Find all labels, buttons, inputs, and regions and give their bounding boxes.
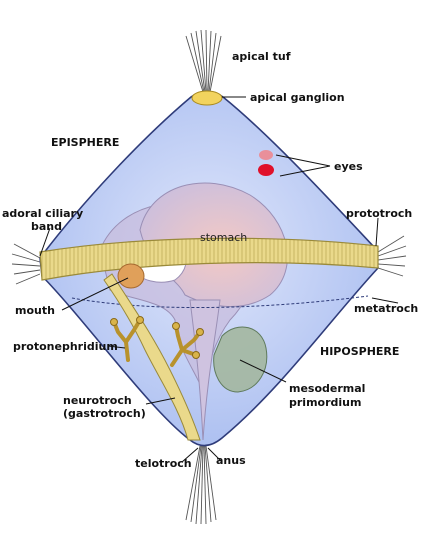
protonephridium-right [170,322,204,367]
label-episphere: EPISPHERE [51,136,119,149]
neurotroch-band [103,273,201,441]
label-adoral-ciliary-band-1: adoral ciliary [2,207,83,220]
label-adoral-ciliary-band-2: band [31,220,62,233]
label-mouth: mouth [15,304,55,317]
leader-lines [39,96,399,463]
label-hiposphere: HIPOSPHERE [320,345,399,358]
label-eyes: eyes [334,160,363,173]
apical-ganglion-shape [191,90,223,106]
protonephridium-left [110,316,144,362]
label-mesodermal-primordium-2: primordium [289,396,361,409]
telotroch-cilia [185,445,217,525]
label-neurotroch-2: (gastrotroch) [63,407,146,420]
label-neurotroch-1: neurotroch [63,394,132,407]
mouth-opening [117,263,145,289]
apical-tuft [185,29,222,93]
label-telotroch: telotroch [135,457,192,470]
prototroch-cilia-left [11,243,41,285]
label-stomach: stomach [200,231,247,244]
prototroch-cilia-right [377,235,407,277]
label-apical-ganglion: apical ganglion [250,91,345,104]
label-anus: anus [216,454,246,467]
mesodermal-primordium-shape [213,326,268,393]
eye-left [259,150,273,160]
label-prototroch: prototroch [346,207,412,220]
label-mesodermal-primordium-1: mesodermal [289,382,365,395]
eye-right [258,164,274,176]
label-apical-tuf: apical tuf [232,50,291,63]
label-metatroch: metatroch [354,302,418,315]
label-protonephridium: protonephridium [13,340,118,353]
metatroch-line [71,295,369,309]
